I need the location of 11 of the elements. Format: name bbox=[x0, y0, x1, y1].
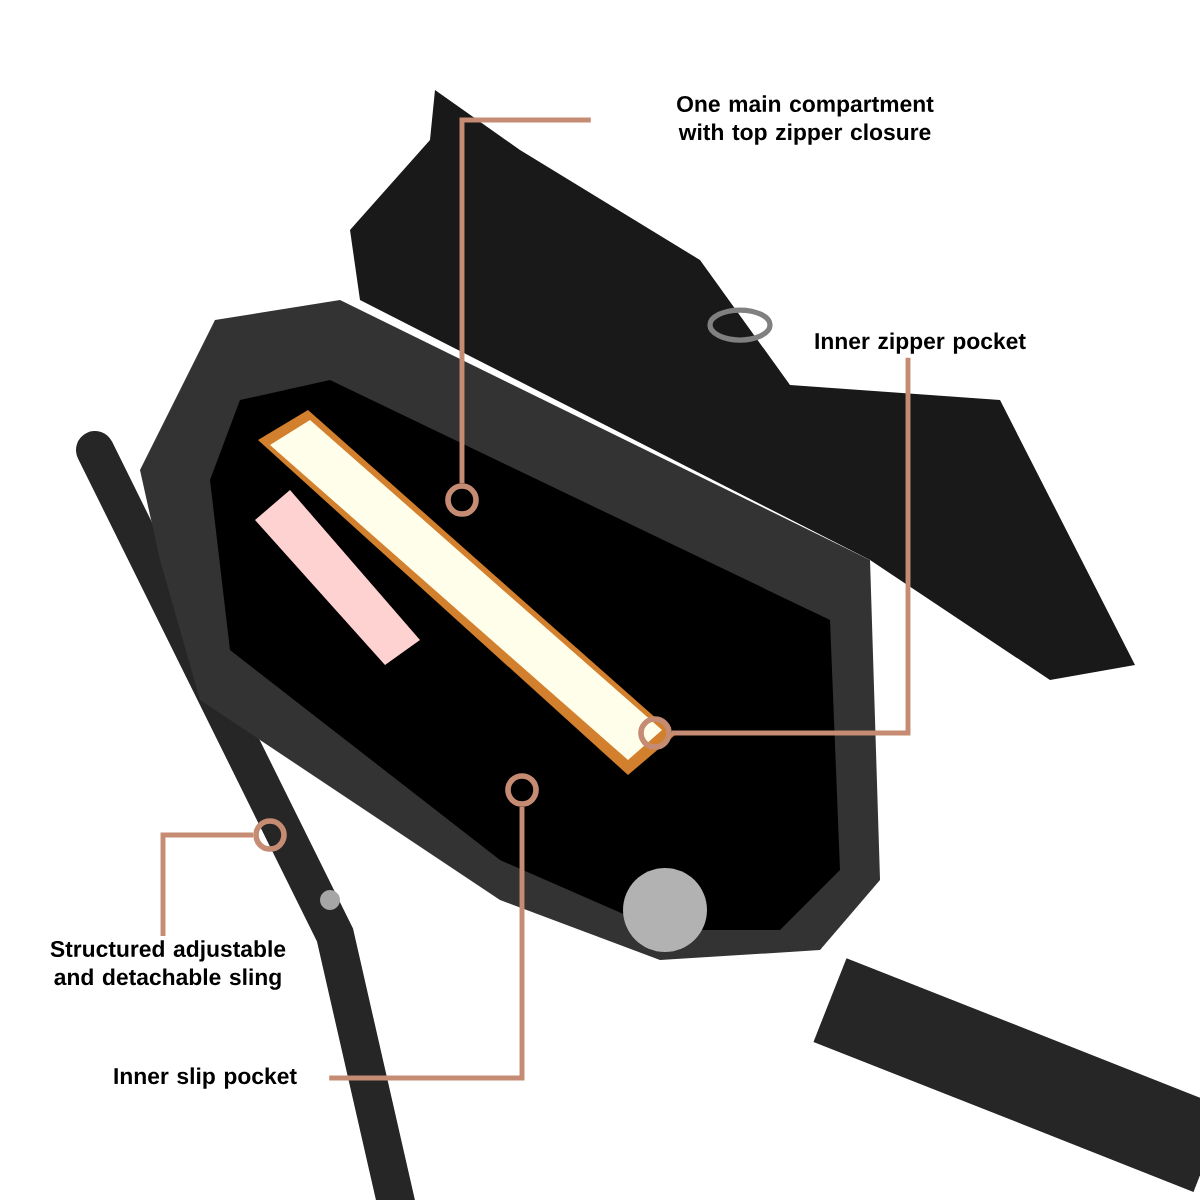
target-circle bbox=[638, 716, 672, 750]
leader-line bbox=[160, 832, 254, 937]
callout-text: Inner slip pocket bbox=[114, 1067, 297, 1089]
callout-text: Inner zipper pocket bbox=[815, 332, 1026, 354]
callout-text: Structured adjustable and detachable sling bbox=[50, 940, 286, 990]
target-circle bbox=[253, 818, 287, 852]
callout-text: One main compartment with top zipper closure bbox=[677, 95, 934, 145]
leader-line bbox=[459, 117, 591, 484]
leader-line bbox=[671, 357, 911, 736]
target-circle bbox=[505, 773, 539, 807]
target-circle bbox=[445, 483, 479, 517]
